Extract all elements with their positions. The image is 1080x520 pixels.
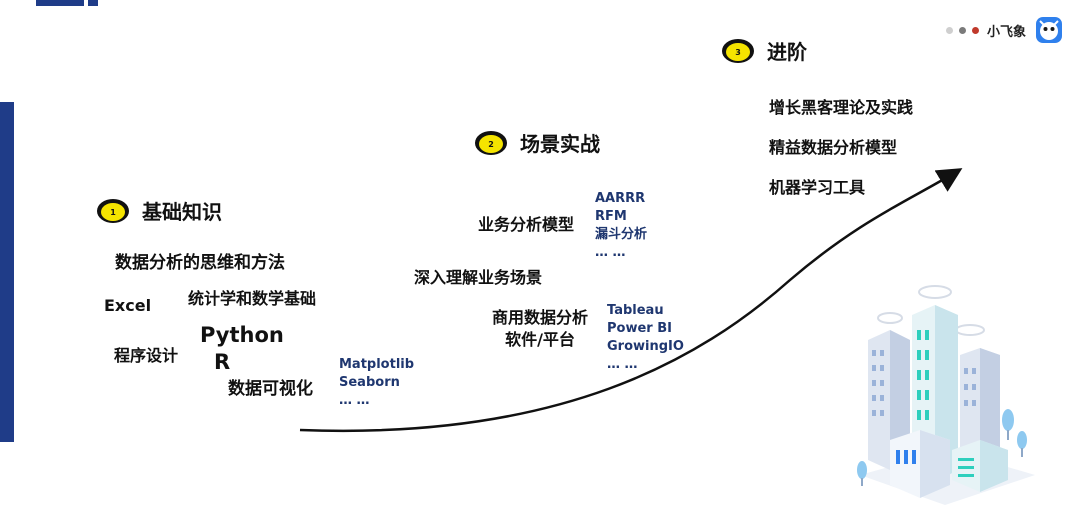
stage-basic-title: 1 基础知识: [96, 196, 222, 225]
list-item: … …: [595, 244, 647, 262]
basic-stats: 统计学和数学基础: [188, 285, 316, 309]
list-item: AARRR: [595, 190, 647, 208]
advanced-item: 精益数据分析模型: [769, 134, 897, 158]
practice-scenario: 深入理解业务场景: [414, 264, 542, 288]
basic-r: R: [214, 350, 230, 374]
basic-excel: Excel: [104, 296, 151, 315]
viz-tools-list: Matplotlib Seaborn … …: [339, 356, 414, 410]
models-list: AARRR RFM 漏斗分析 … …: [595, 190, 647, 262]
platform-label-line1: 商用数据分析: [492, 307, 588, 329]
basic-visualization: 数据可视化: [228, 374, 313, 399]
list-item: … …: [339, 392, 414, 410]
svg-text:3: 3: [735, 48, 741, 57]
list-item: 漏斗分析: [595, 226, 647, 244]
list-item: Tableau: [607, 302, 684, 320]
svg-text:1: 1: [110, 208, 116, 217]
basic-programming: 程序设计: [114, 342, 178, 366]
list-item: Seaborn: [339, 374, 414, 392]
basic-thinking: 数据分析的思维和方法: [115, 248, 285, 273]
badge-3-icon: 3: [721, 38, 755, 64]
list-item: GrowingIO: [607, 338, 684, 356]
stage-advanced-title: 3 进阶: [721, 36, 807, 65]
badge-2-icon: 2: [474, 130, 508, 156]
practice-models-label: 业务分析模型: [478, 211, 574, 235]
advanced-item: 增长黑客理论及实践: [769, 94, 913, 118]
list-item: RFM: [595, 208, 647, 226]
city-buildings-icon: [850, 270, 1040, 510]
stage-advanced-label: 进阶: [767, 36, 807, 65]
platforms-list: Tableau Power BI GrowingIO … …: [607, 302, 684, 374]
basic-python: Python: [200, 323, 284, 347]
svg-text:2: 2: [488, 140, 494, 149]
stage-practice-label: 场景实战: [520, 128, 600, 157]
practice-platform-label: 商用数据分析 软件/平台: [492, 307, 588, 351]
badge-1-icon: 1: [96, 198, 130, 224]
advanced-item: 机器学习工具: [769, 174, 865, 198]
stage-basic-label: 基础知识: [142, 196, 222, 225]
platform-label-line2: 软件/平台: [492, 329, 588, 351]
list-item: … …: [607, 356, 684, 374]
stage-practice-title: 2 场景实战: [474, 128, 600, 157]
list-item: Power BI: [607, 320, 684, 338]
list-item: Matplotlib: [339, 356, 414, 374]
